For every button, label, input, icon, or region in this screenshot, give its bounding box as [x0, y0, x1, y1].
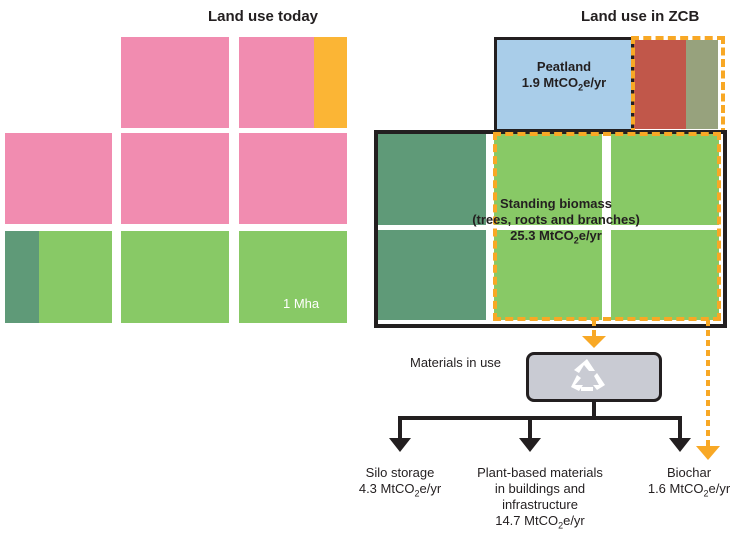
- biomass-cell-green: [494, 230, 602, 320]
- recycle-icon: [571, 359, 605, 391]
- peatland-label: Peatland 1.9 MtCO2e/yr: [521, 59, 607, 93]
- grid-cell-green: [39, 231, 112, 323]
- biochar-flow-arrowhead: [696, 446, 720, 460]
- materials-label: Materials in use: [410, 355, 502, 370]
- peatland-olive: [686, 40, 718, 129]
- biomass-cell-green: [611, 134, 719, 225]
- biomass-cell-green: [611, 230, 719, 320]
- silo-arrowhead: [389, 438, 411, 452]
- biomass-dashed-outline: [493, 132, 721, 321]
- grid-cell-dark-green: [5, 231, 39, 323]
- biomass-cell-dark-green: [378, 230, 486, 320]
- grid-cell-pink: [239, 133, 347, 224]
- biochar-label: Biochar 1.6 MtCO2e/yr: [647, 465, 731, 499]
- biochar-arrowhead: [669, 438, 691, 452]
- grid-cell-green: [239, 231, 347, 323]
- unit-label: 1 Mha: [283, 296, 320, 311]
- grid-cell-pink: [239, 37, 314, 128]
- grid-cell-orange: [314, 37, 347, 128]
- biomass-cell-green: [494, 134, 602, 225]
- silo-storage-label: Silo storage 4.3 MtCO2e/yr: [358, 465, 442, 499]
- grid-cell-pink: [121, 133, 229, 224]
- materials-box: [526, 352, 662, 402]
- left-title: Land use today: [208, 8, 319, 25]
- right-title: Land use in ZCB: [581, 8, 700, 25]
- peatland-brick: [634, 40, 686, 129]
- biomass-label: Standing biomass (trees, roots and branc…: [472, 196, 640, 246]
- plant-based-materials-label: Plant-based materials in buildings and i…: [477, 465, 603, 531]
- grid-cell-pink: [5, 133, 112, 224]
- biomass-cell-dark-green: [378, 134, 486, 225]
- grid-cell-green: [121, 231, 229, 323]
- plant-arrowhead: [519, 438, 541, 452]
- grid-cell-pink: [121, 37, 229, 128]
- materials-flow-arrowhead: [582, 336, 606, 348]
